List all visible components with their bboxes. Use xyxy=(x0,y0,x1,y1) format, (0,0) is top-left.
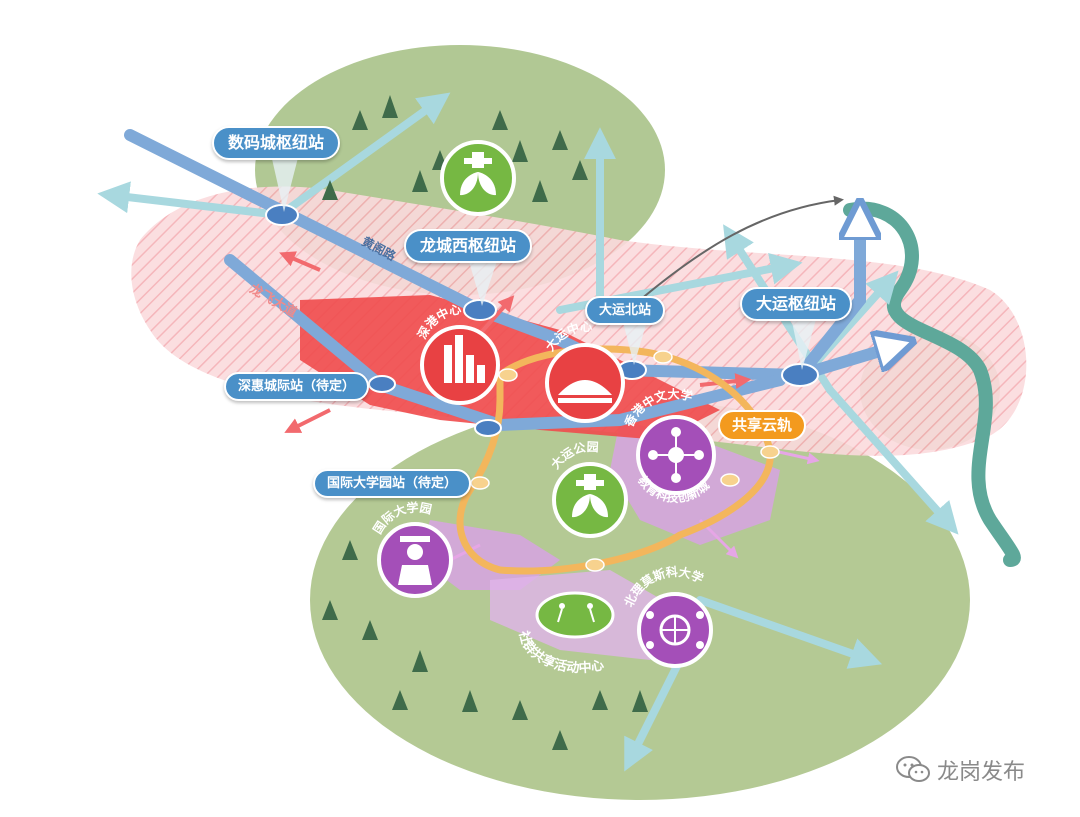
node-dayun-hub xyxy=(781,363,819,387)
teal-arrow-7 xyxy=(696,596,883,669)
blue-road-east xyxy=(794,215,860,381)
river xyxy=(843,201,1021,567)
node-shuma xyxy=(265,204,299,226)
pointer-dayun-north xyxy=(622,318,648,365)
runners-icon xyxy=(535,591,615,639)
station-label-longcheng-west[interactable]: 龙城西枢纽站 xyxy=(404,229,533,263)
teal-arrow-1 xyxy=(276,92,451,219)
station-label-dayun-hub[interactable]: 大运枢纽站 xyxy=(740,287,853,321)
station-label-intl-univ-park[interactable]: 国际大学园站（待定） xyxy=(313,469,472,498)
node-intl-univ xyxy=(474,419,502,437)
graduate-icon xyxy=(377,522,453,598)
teal-arrow-5 xyxy=(826,386,959,535)
skyscraper-icon xyxy=(420,325,500,405)
teal-arrow-2 xyxy=(97,181,284,219)
station-label-shuma[interactable]: 数码城枢纽站 xyxy=(212,126,341,160)
station-label-dayun-north[interactable]: 大运北站 xyxy=(585,296,666,325)
pointer-dayun-hub xyxy=(790,312,818,370)
rail-stop xyxy=(653,350,673,364)
thin-flow-arrow xyxy=(639,195,844,301)
rail-stop xyxy=(585,558,605,572)
globe-network-icon xyxy=(637,592,713,668)
rail-stop xyxy=(760,445,780,459)
network-icon xyxy=(636,415,716,495)
red-arrow-1 xyxy=(279,251,321,272)
leaf-cross-icon-north xyxy=(440,140,516,216)
rail-stop xyxy=(498,368,518,382)
pointer-longcheng xyxy=(468,258,498,306)
cloud-rail-tag[interactable]: 共享云轨 xyxy=(718,410,807,441)
watermark-text: 龙岗发布 xyxy=(937,760,1026,785)
node-longcheng-west xyxy=(463,299,497,321)
wechat-icon xyxy=(896,756,930,782)
pointer-shuma xyxy=(270,150,300,212)
watermark: 龙岗发布 xyxy=(895,754,1025,786)
node-shenhui xyxy=(368,375,396,393)
station-label-shenhui[interactable]: 深惠城际站（待定） xyxy=(224,372,370,401)
red-arrow-2 xyxy=(284,408,331,433)
leaf-cross-icon-park xyxy=(552,462,628,538)
rail-stop xyxy=(720,473,740,487)
stadium-icon xyxy=(545,343,625,423)
trees xyxy=(322,95,648,750)
rail-stop xyxy=(470,476,490,490)
